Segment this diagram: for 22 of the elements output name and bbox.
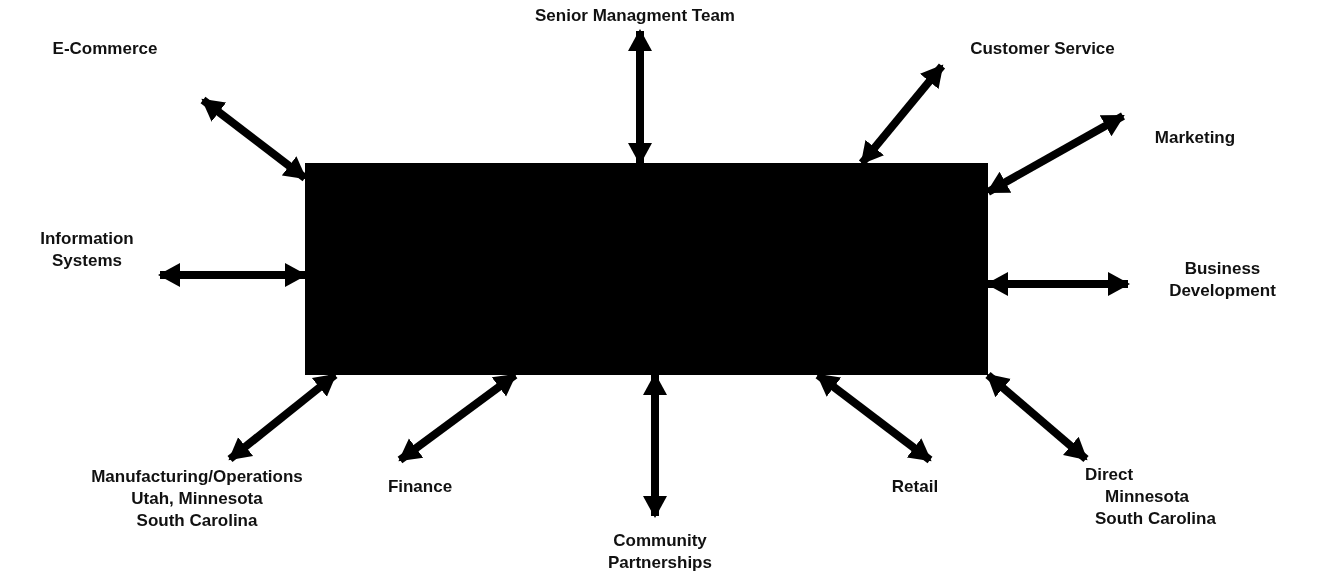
department-label: Manufacturing/Operations bbox=[91, 466, 303, 488]
department-label: Finance bbox=[387, 476, 453, 498]
double-arrow bbox=[985, 371, 1089, 463]
department-label: E-Commerce bbox=[52, 38, 158, 60]
department-label: Minnesota bbox=[1104, 486, 1190, 508]
double-arrow bbox=[986, 272, 1130, 296]
department-label: Utah, Minnesota bbox=[131, 488, 263, 510]
department-label: Senior Managment Team bbox=[535, 5, 735, 27]
department-label: Marketing bbox=[1154, 127, 1236, 149]
department-label: Direct bbox=[1084, 464, 1134, 486]
department-label: Business Development bbox=[1168, 258, 1277, 302]
department-label: South Carolina bbox=[136, 510, 258, 532]
department-label: Retail bbox=[891, 476, 939, 498]
department-label: Community Partnerships bbox=[607, 530, 713, 574]
double-arrow bbox=[643, 373, 667, 518]
department-label: Information Systems bbox=[39, 228, 135, 272]
box bbox=[305, 163, 988, 375]
double-arrow bbox=[628, 29, 652, 165]
double-arrow bbox=[158, 263, 307, 287]
department-label: South Carolina bbox=[1094, 508, 1216, 530]
department-label: Customer Service bbox=[970, 38, 1115, 60]
double-arrow bbox=[858, 63, 946, 166]
